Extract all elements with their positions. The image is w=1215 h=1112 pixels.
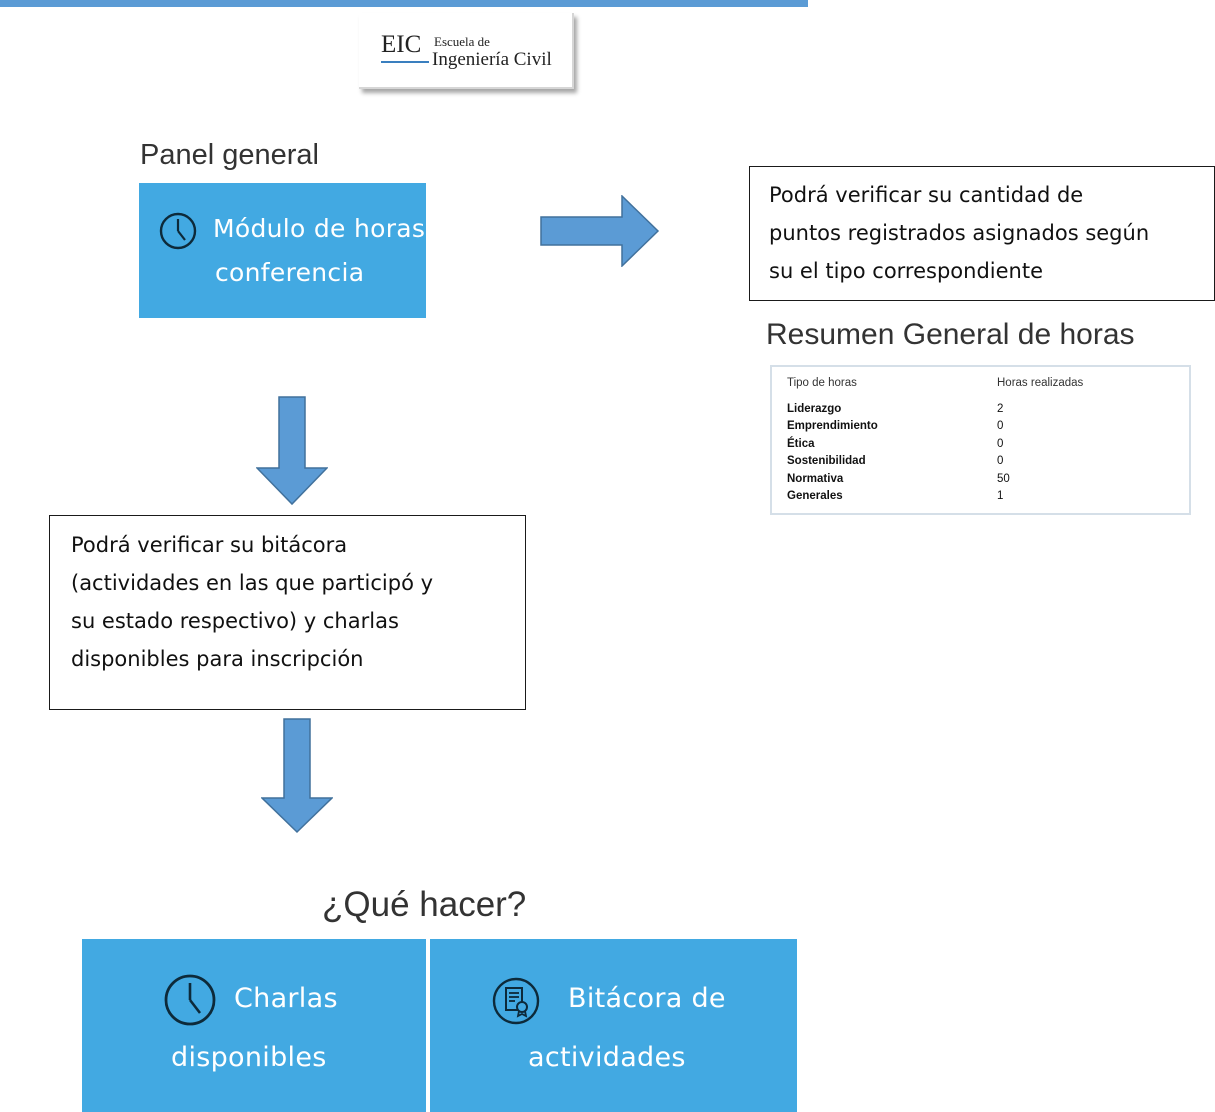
row-horas: 0 (997, 420, 1004, 432)
que-hacer-heading: ¿Qué hacer? (322, 885, 527, 924)
table-header-row: Tipo de horas Horas realizadas (787, 377, 1182, 394)
row-horas: 0 (997, 455, 1004, 467)
col-header-horas: Horas realizadas (997, 377, 1084, 389)
clock-icon (164, 974, 216, 1026)
arrow-down (261, 718, 333, 834)
row-horas: 0 (997, 438, 1004, 450)
top-rule (0, 0, 808, 7)
bitacora-label-2: actividades (528, 1042, 686, 1073)
modulo-horas-tile[interactable]: Módulo de horas conferencia (139, 183, 426, 318)
modulo-horas-label-2: conferencia (215, 258, 365, 287)
callout-bitacora: Podrá verificar su bitácora (actividades… (49, 515, 526, 710)
row-tipo: Emprendimiento (787, 420, 878, 432)
logo-abbr: EIC (381, 31, 422, 58)
row-tipo: Normativa (787, 473, 844, 485)
table-row: Generales 1 (787, 490, 1182, 507)
arrow-down (256, 396, 328, 506)
callout-bitacora-line: su estado respectivo) y charlas (71, 609, 399, 633)
bitacora-label-1: Bitácora de (568, 983, 726, 1014)
row-horas: 1 (997, 490, 1004, 502)
logo-line2: Ingeniería Civil (432, 49, 552, 70)
table-row: Normativa 50 (787, 473, 1182, 490)
row-tipo: Generales (787, 490, 843, 502)
table-row: Emprendimiento 0 (787, 420, 1182, 437)
clock-icon (159, 212, 197, 250)
row-tipo: Liderazgo (787, 403, 842, 415)
resumen-heading: Resumen General de horas (766, 318, 1135, 351)
col-header-tipo: Tipo de horas (787, 377, 857, 389)
row-tipo: Ética (787, 438, 815, 450)
arrow-right (540, 195, 660, 267)
eic-logo: EIC Escuela de Ingeniería Civil (359, 13, 574, 89)
panel-general-heading: Panel general (140, 139, 319, 171)
row-tipo: Sostenibilidad (787, 455, 866, 467)
callout-bitacora-line: (actividades en las que participó y (71, 571, 434, 595)
table-row: Ética 0 (787, 438, 1182, 455)
callout-puntos: Podrá verificar su cantidad de puntos re… (749, 166, 1215, 301)
logo-line1: Escuela de (434, 34, 490, 49)
table-row: Sostenibilidad 0 (787, 455, 1182, 472)
table-row: Liderazgo 2 (787, 403, 1182, 420)
charlas-label-1: Charlas (234, 983, 338, 1014)
row-horas: 50 (997, 473, 1010, 485)
bitacora-actividades-tile[interactable]: Bitácora de actividades (430, 939, 797, 1112)
logo-underline (381, 61, 429, 63)
charlas-label-2: disponibles (171, 1042, 327, 1073)
certificate-icon (492, 977, 540, 1025)
charlas-disponibles-tile[interactable]: Charlas disponibles (82, 939, 426, 1112)
row-horas: 2 (997, 403, 1004, 415)
resumen-table: Tipo de horas Horas realizadas Liderazgo… (770, 365, 1191, 515)
callout-bitacora-line: disponibles para inscripción (71, 647, 364, 671)
callout-puntos-line: Podrá verificar su cantidad de (769, 183, 1084, 207)
callout-puntos-line: su el tipo correspondiente (769, 259, 1044, 283)
callout-puntos-line: puntos registrados asignados según (769, 221, 1150, 245)
modulo-horas-label-1: Módulo de horas (213, 214, 426, 243)
callout-bitacora-line: Podrá verificar su bitácora (71, 533, 348, 557)
